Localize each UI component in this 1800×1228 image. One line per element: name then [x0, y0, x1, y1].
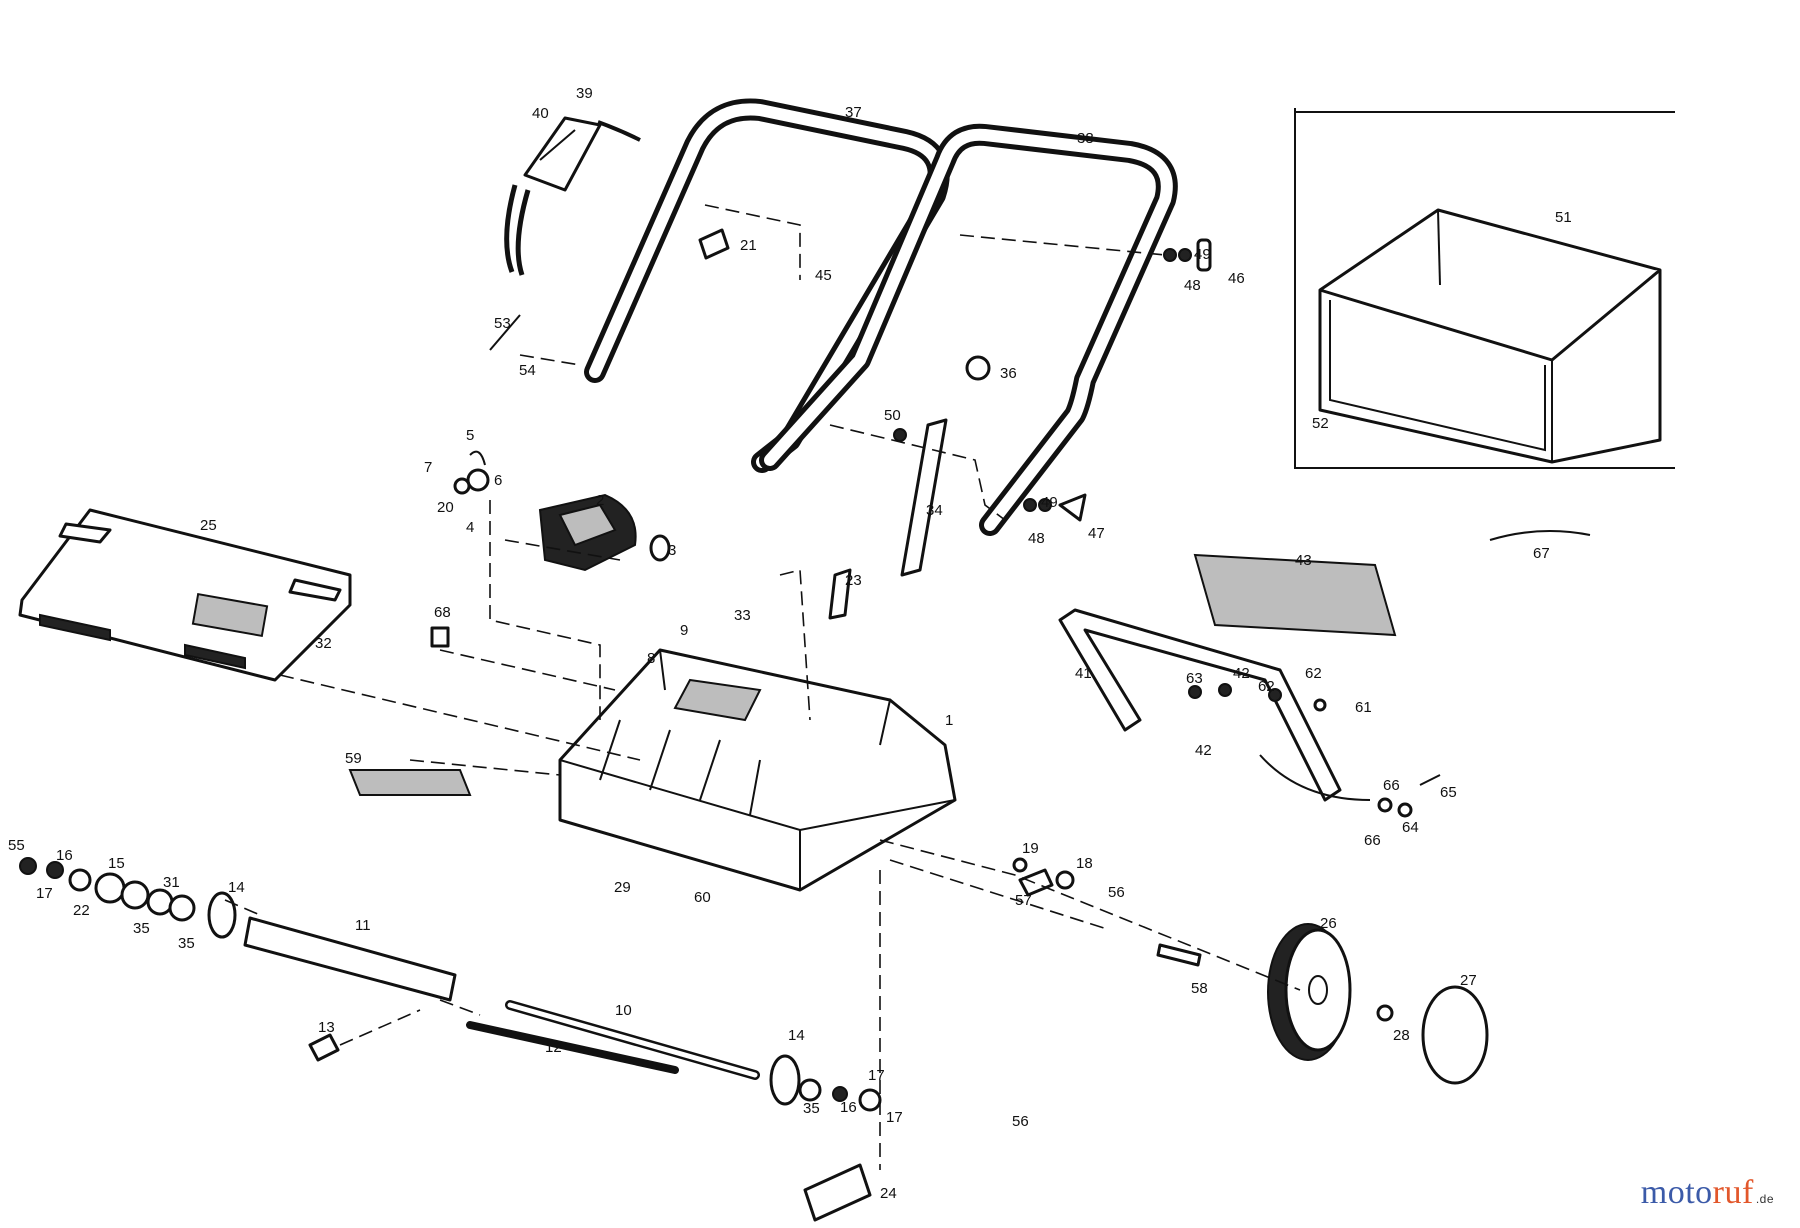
part-label-8: 8 [647, 650, 655, 667]
motor-unit [538, 493, 671, 572]
top-cover [18, 508, 352, 682]
part-label-29: 29 [614, 879, 631, 896]
small-hardware [19, 228, 1591, 1112]
part-label-50: 50 [884, 407, 901, 424]
part-label-42: 42 [1233, 665, 1250, 682]
part-label-32: 32 [315, 635, 332, 652]
part-label-5: 5 [466, 427, 474, 444]
part-label-16: 16 [56, 847, 73, 864]
part-label-48: 48 [1184, 277, 1201, 294]
part-label-33: 33 [734, 607, 751, 624]
part-label-6: 6 [494, 472, 502, 489]
rear-flap-frame [1058, 553, 1397, 802]
part-label-16: 16 [840, 1099, 857, 1116]
part-label-17: 17 [868, 1067, 885, 1084]
part-label-9: 9 [680, 622, 688, 639]
part-label-12: 12 [545, 1039, 562, 1056]
part-label-68: 68 [434, 604, 451, 621]
part-label-58: 58 [1191, 980, 1208, 997]
part-label-25: 25 [200, 517, 217, 534]
assembly-lines [224, 204, 1301, 1170]
part-label-59: 59 [345, 750, 362, 767]
handle-connector [900, 418, 948, 577]
part-label-56: 56 [1012, 1113, 1029, 1130]
part-label-63: 63 [1186, 670, 1203, 687]
part-number-labels: 1234567891011121314141516161717171819202… [8, 85, 1572, 1202]
hub-cap [1421, 985, 1489, 1085]
part-label-57: 57 [1015, 892, 1032, 909]
roller-shaft [243, 916, 760, 1080]
watermark-tld: .de [1755, 1192, 1774, 1206]
part-label-66: 66 [1383, 777, 1400, 794]
part-label-52: 52 [1312, 415, 1329, 432]
part-label-14: 14 [228, 879, 245, 896]
part-label-38: 38 [1077, 130, 1094, 147]
part-label-2: 2 [596, 492, 604, 509]
part-label-15: 15 [108, 855, 125, 872]
part-label-61: 61 [1355, 699, 1372, 716]
part-label-35: 35 [133, 920, 150, 937]
part-label-51: 51 [1555, 209, 1572, 226]
part-label-62: 62 [1305, 665, 1322, 682]
part-label-65: 65 [1440, 784, 1457, 801]
watermark-brand-part2: ruf [1712, 1174, 1754, 1211]
part-label-40: 40 [532, 105, 549, 122]
part-label-67: 67 [1533, 545, 1550, 562]
part-label-36: 36 [1000, 365, 1017, 382]
part-label-11: 11 [355, 917, 371, 934]
part-label-42: 42 [1195, 742, 1212, 759]
part-label-19: 19 [1022, 840, 1039, 857]
plate-59 [348, 769, 472, 796]
part-label-31: 31 [163, 874, 180, 891]
part-label-45: 45 [815, 267, 832, 284]
part-label-62: 62 [1258, 678, 1275, 695]
part-label-4: 4 [466, 519, 474, 536]
part-label-64: 64 [1402, 819, 1419, 836]
part-label-49: 49 [1041, 494, 1058, 511]
part-label-23: 23 [845, 572, 862, 589]
motoruf-watermark: motoruf.de [1641, 1174, 1774, 1212]
part-label-56: 56 [1108, 884, 1125, 901]
rear-wheel [1267, 923, 1352, 1061]
part-label-60: 60 [694, 889, 711, 906]
part-label-18: 18 [1076, 855, 1093, 872]
part-label-34: 34 [926, 502, 943, 519]
part-label-46: 46 [1228, 270, 1245, 287]
part-label-37: 37 [845, 104, 862, 121]
bracket-24 [803, 1163, 872, 1222]
part-label-47: 47 [1088, 525, 1105, 542]
part-label-27: 27 [1460, 972, 1477, 989]
part-label-41: 41 [1075, 665, 1092, 682]
part-label-17: 17 [886, 1109, 903, 1126]
switch-box [504, 116, 641, 276]
part-label-39: 39 [576, 85, 593, 102]
part-label-28: 28 [1393, 1027, 1410, 1044]
part-label-13: 13 [318, 1019, 335, 1036]
part-label-14: 14 [788, 1027, 805, 1044]
part-label-66: 66 [1364, 832, 1381, 849]
part-label-43: 43 [1295, 552, 1312, 569]
part-label-48: 48 [1028, 530, 1045, 547]
watermark-brand-part1: moto [1640, 1174, 1713, 1211]
part-label-7: 7 [424, 459, 432, 476]
grass-catcher-inset [1294, 108, 1675, 469]
part-label-24: 24 [880, 1185, 897, 1202]
part-label-49: 49 [1194, 246, 1211, 263]
part-label-22: 22 [73, 902, 90, 919]
part-label-53: 53 [494, 315, 511, 332]
part-label-26: 26 [1320, 915, 1337, 932]
part-label-3: 3 [668, 542, 676, 559]
deck-housing [558, 648, 957, 892]
part-label-17: 17 [36, 885, 53, 902]
part-label-35: 35 [803, 1100, 820, 1117]
part-label-1: 1 [945, 712, 953, 729]
part-label-55: 55 [8, 837, 25, 854]
part-label-21: 21 [740, 237, 757, 254]
part-label-35: 35 [178, 935, 195, 952]
part-label-10: 10 [615, 1002, 632, 1019]
part-label-54: 54 [519, 362, 536, 379]
part-label-20: 20 [437, 499, 454, 516]
handle-lower [759, 123, 1178, 536]
